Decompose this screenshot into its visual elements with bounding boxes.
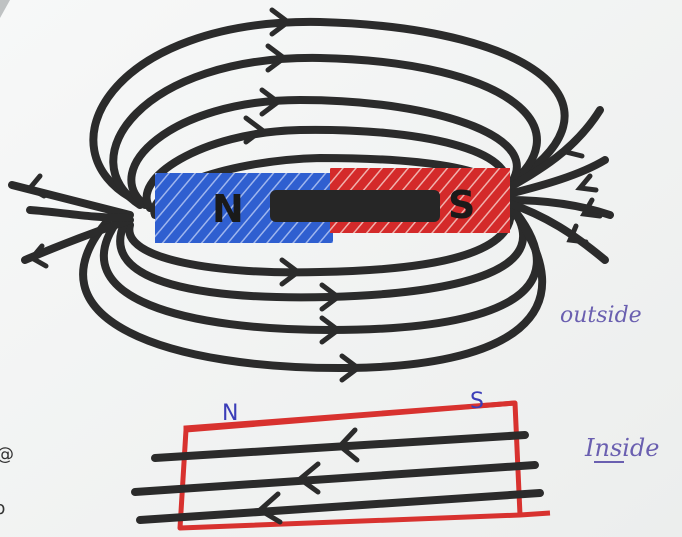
arrow-mark — [319, 282, 343, 312]
field-line — [99, 201, 541, 335]
bar-south-letter: S — [470, 389, 484, 414]
inside-field-line — [136, 489, 544, 524]
field-line — [504, 196, 614, 219]
arrow-mark — [243, 115, 267, 145]
arrow-mark — [566, 223, 589, 245]
arrow-mark — [265, 43, 289, 73]
field-line — [125, 201, 515, 277]
magnet-north-letter: N — [212, 187, 244, 231]
bar-magnet: N S — [155, 168, 510, 243]
inside-arrow-mark — [295, 461, 321, 495]
arrow-mark — [279, 257, 303, 287]
inside-label: Inside — [584, 434, 660, 462]
inside-bar-diagram: N S — [131, 389, 551, 531]
arrow-mark — [319, 315, 343, 345]
field-arrows — [26, 7, 603, 383]
arrow-mark — [259, 87, 283, 117]
outside-label: outside — [560, 303, 642, 328]
arrow-mark — [269, 7, 293, 37]
arrow-mark — [26, 173, 47, 199]
field-line — [8, 181, 134, 219]
inside-arrow-mark — [255, 491, 283, 525]
field-line — [501, 156, 609, 199]
field-line — [116, 201, 528, 302]
bar-north-letter: N — [222, 401, 238, 426]
arrow-mark — [339, 353, 363, 383]
field-line — [26, 206, 132, 222]
arrow-mark — [28, 243, 49, 269]
edge-glyph: b — [0, 498, 5, 519]
magnet-south-letter: S — [448, 183, 475, 227]
field-line — [79, 196, 547, 373]
bar-outline-top — [183, 400, 516, 432]
field-line — [89, 17, 569, 204]
field-line — [109, 53, 541, 209]
magnet-center-mark — [270, 190, 440, 222]
arrow-mark — [561, 137, 585, 159]
inside-arrow-mark — [336, 427, 360, 463]
arrow-mark — [579, 197, 603, 219]
arrow-mark — [575, 173, 599, 193]
field-line — [501, 106, 604, 194]
edge-glyph: @ — [0, 444, 14, 465]
paper-shadow-edge — [0, 0, 10, 18]
inside-field-line — [131, 461, 539, 496]
field-line — [127, 95, 521, 209]
field-line — [504, 199, 609, 264]
